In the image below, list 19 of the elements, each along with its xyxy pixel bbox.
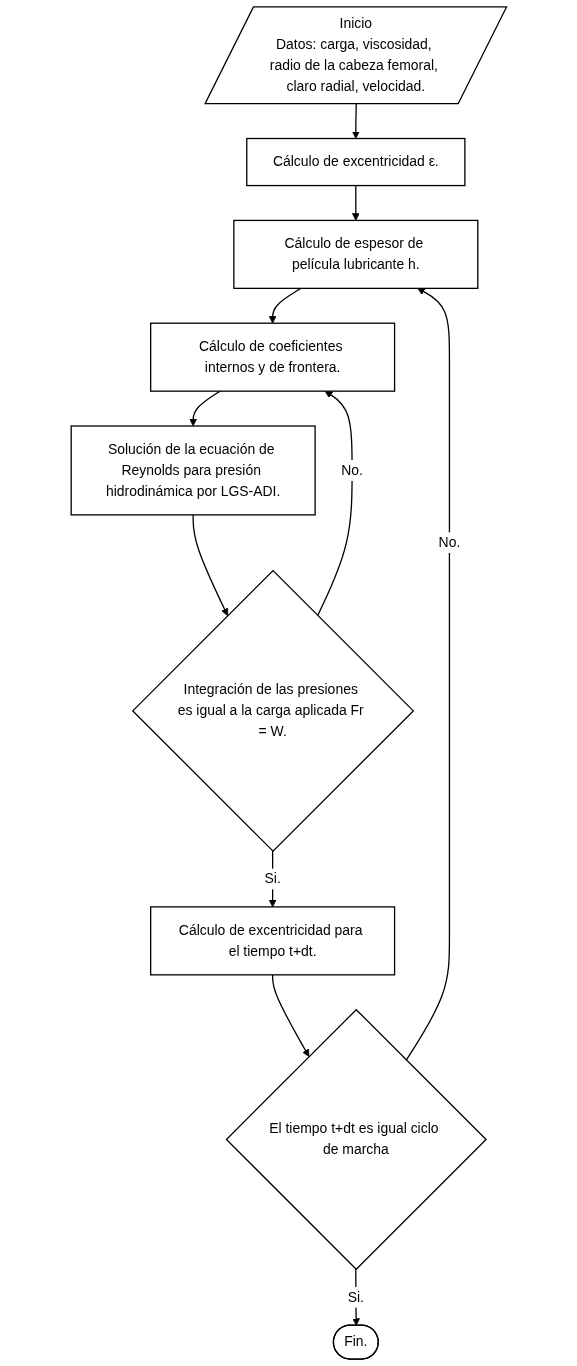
node-box: Cálculo de excentricidad para el tiempo t+dt. <box>149 906 395 976</box>
node-box: Cálculo de espesor de película lubricante h. <box>232 219 479 289</box>
arrow <box>268 287 302 324</box>
edge-label: No. <box>438 534 460 550</box>
edge-label: No. <box>340 462 363 478</box>
arrow <box>192 514 228 616</box>
node-box: Cálculo de excentricidad ε. <box>245 137 466 187</box>
arrow <box>188 390 221 427</box>
arrow <box>405 288 450 1061</box>
node-box: Solución de la ecuación de Reynolds para presión hidrodinámica por LGS-ADI. <box>70 425 316 516</box>
node-diamond: El tiempo t+dt es igual ciclo de marcha <box>225 1008 487 1271</box>
edge-label: Si. <box>347 1289 364 1305</box>
edge-label: Si. <box>264 871 281 886</box>
arrow <box>271 974 309 1057</box>
node-box: Cálculo de coeficientes internos y de frontera. <box>149 322 395 392</box>
arrow <box>316 390 353 617</box>
node-diamond: Integración de las presiones es igual a la carga aplicada Fr = W. <box>131 569 414 853</box>
arrow <box>351 103 360 139</box>
arrow <box>351 184 360 221</box>
